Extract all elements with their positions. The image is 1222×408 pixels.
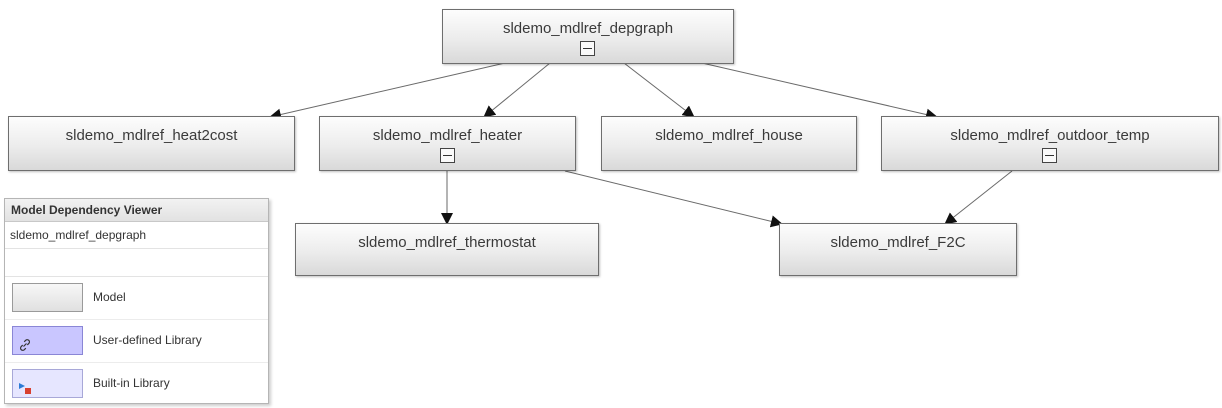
model-node-depgraph[interactable]: sldemo_mdlref_depgraph (442, 9, 734, 64)
legend-item-model: Model (5, 277, 268, 320)
collapse-toggle-icon[interactable] (1042, 148, 1057, 163)
legend-panel[interactable]: Model Dependency Viewer sldemo_mdlref_de… (4, 198, 269, 404)
model-node-label: sldemo_mdlref_depgraph (502, 20, 674, 37)
model-node-label: sldemo_mdlref_heater (372, 127, 523, 144)
edge-depgraph-house (623, 62, 695, 118)
model-node-heater[interactable]: sldemo_mdlref_heater (319, 116, 576, 171)
legend-item-label: Model (93, 290, 126, 304)
edge-depgraph-heat2cost (269, 62, 506, 121)
legend-item-label: Built-in Library (93, 376, 170, 390)
legend-spacer (5, 249, 268, 277)
model-node-label: sldemo_mdlref_outdoor_temp (950, 127, 1150, 144)
model-node-heat2cost[interactable]: sldemo_mdlref_heat2cost (8, 116, 295, 171)
legend-item-user-library: User-defined Library (5, 320, 268, 363)
model-node-outdoor-temp[interactable]: sldemo_mdlref_outdoor_temp (881, 116, 1219, 171)
simulink-library-icon (19, 383, 31, 394)
model-node-label: sldemo_mdlref_heat2cost (65, 127, 238, 144)
model-node-label: sldemo_mdlref_thermostat (358, 234, 536, 251)
model-node-house[interactable]: sldemo_mdlref_house (601, 116, 857, 171)
edge-heater-f2c (564, 170, 783, 228)
legend-item-builtin-library: Built-in Library (5, 363, 268, 405)
model-node-thermostat[interactable]: sldemo_mdlref_thermostat (295, 223, 599, 276)
edge-outdoor-temp-f2c (944, 170, 1013, 225)
model-node-f2c[interactable]: sldemo_mdlref_F2C (779, 223, 1017, 276)
legend-model-name: sldemo_mdlref_depgraph (5, 222, 268, 249)
user-library-swatch (12, 326, 83, 355)
model-node-label: sldemo_mdlref_F2C (830, 234, 966, 251)
legend-item-label: User-defined Library (93, 333, 202, 347)
model-node-label: sldemo_mdlref_house (655, 127, 803, 144)
link-icon (20, 339, 30, 351)
collapse-toggle-icon[interactable] (580, 41, 595, 56)
builtin-library-swatch (12, 369, 83, 398)
edge-depgraph-outdoor-temp (701, 62, 938, 121)
model-swatch (12, 283, 83, 312)
collapse-toggle-icon[interactable] (439, 148, 455, 163)
edge-depgraph-heater (483, 62, 551, 118)
legend-title[interactable]: Model Dependency Viewer (5, 199, 268, 222)
